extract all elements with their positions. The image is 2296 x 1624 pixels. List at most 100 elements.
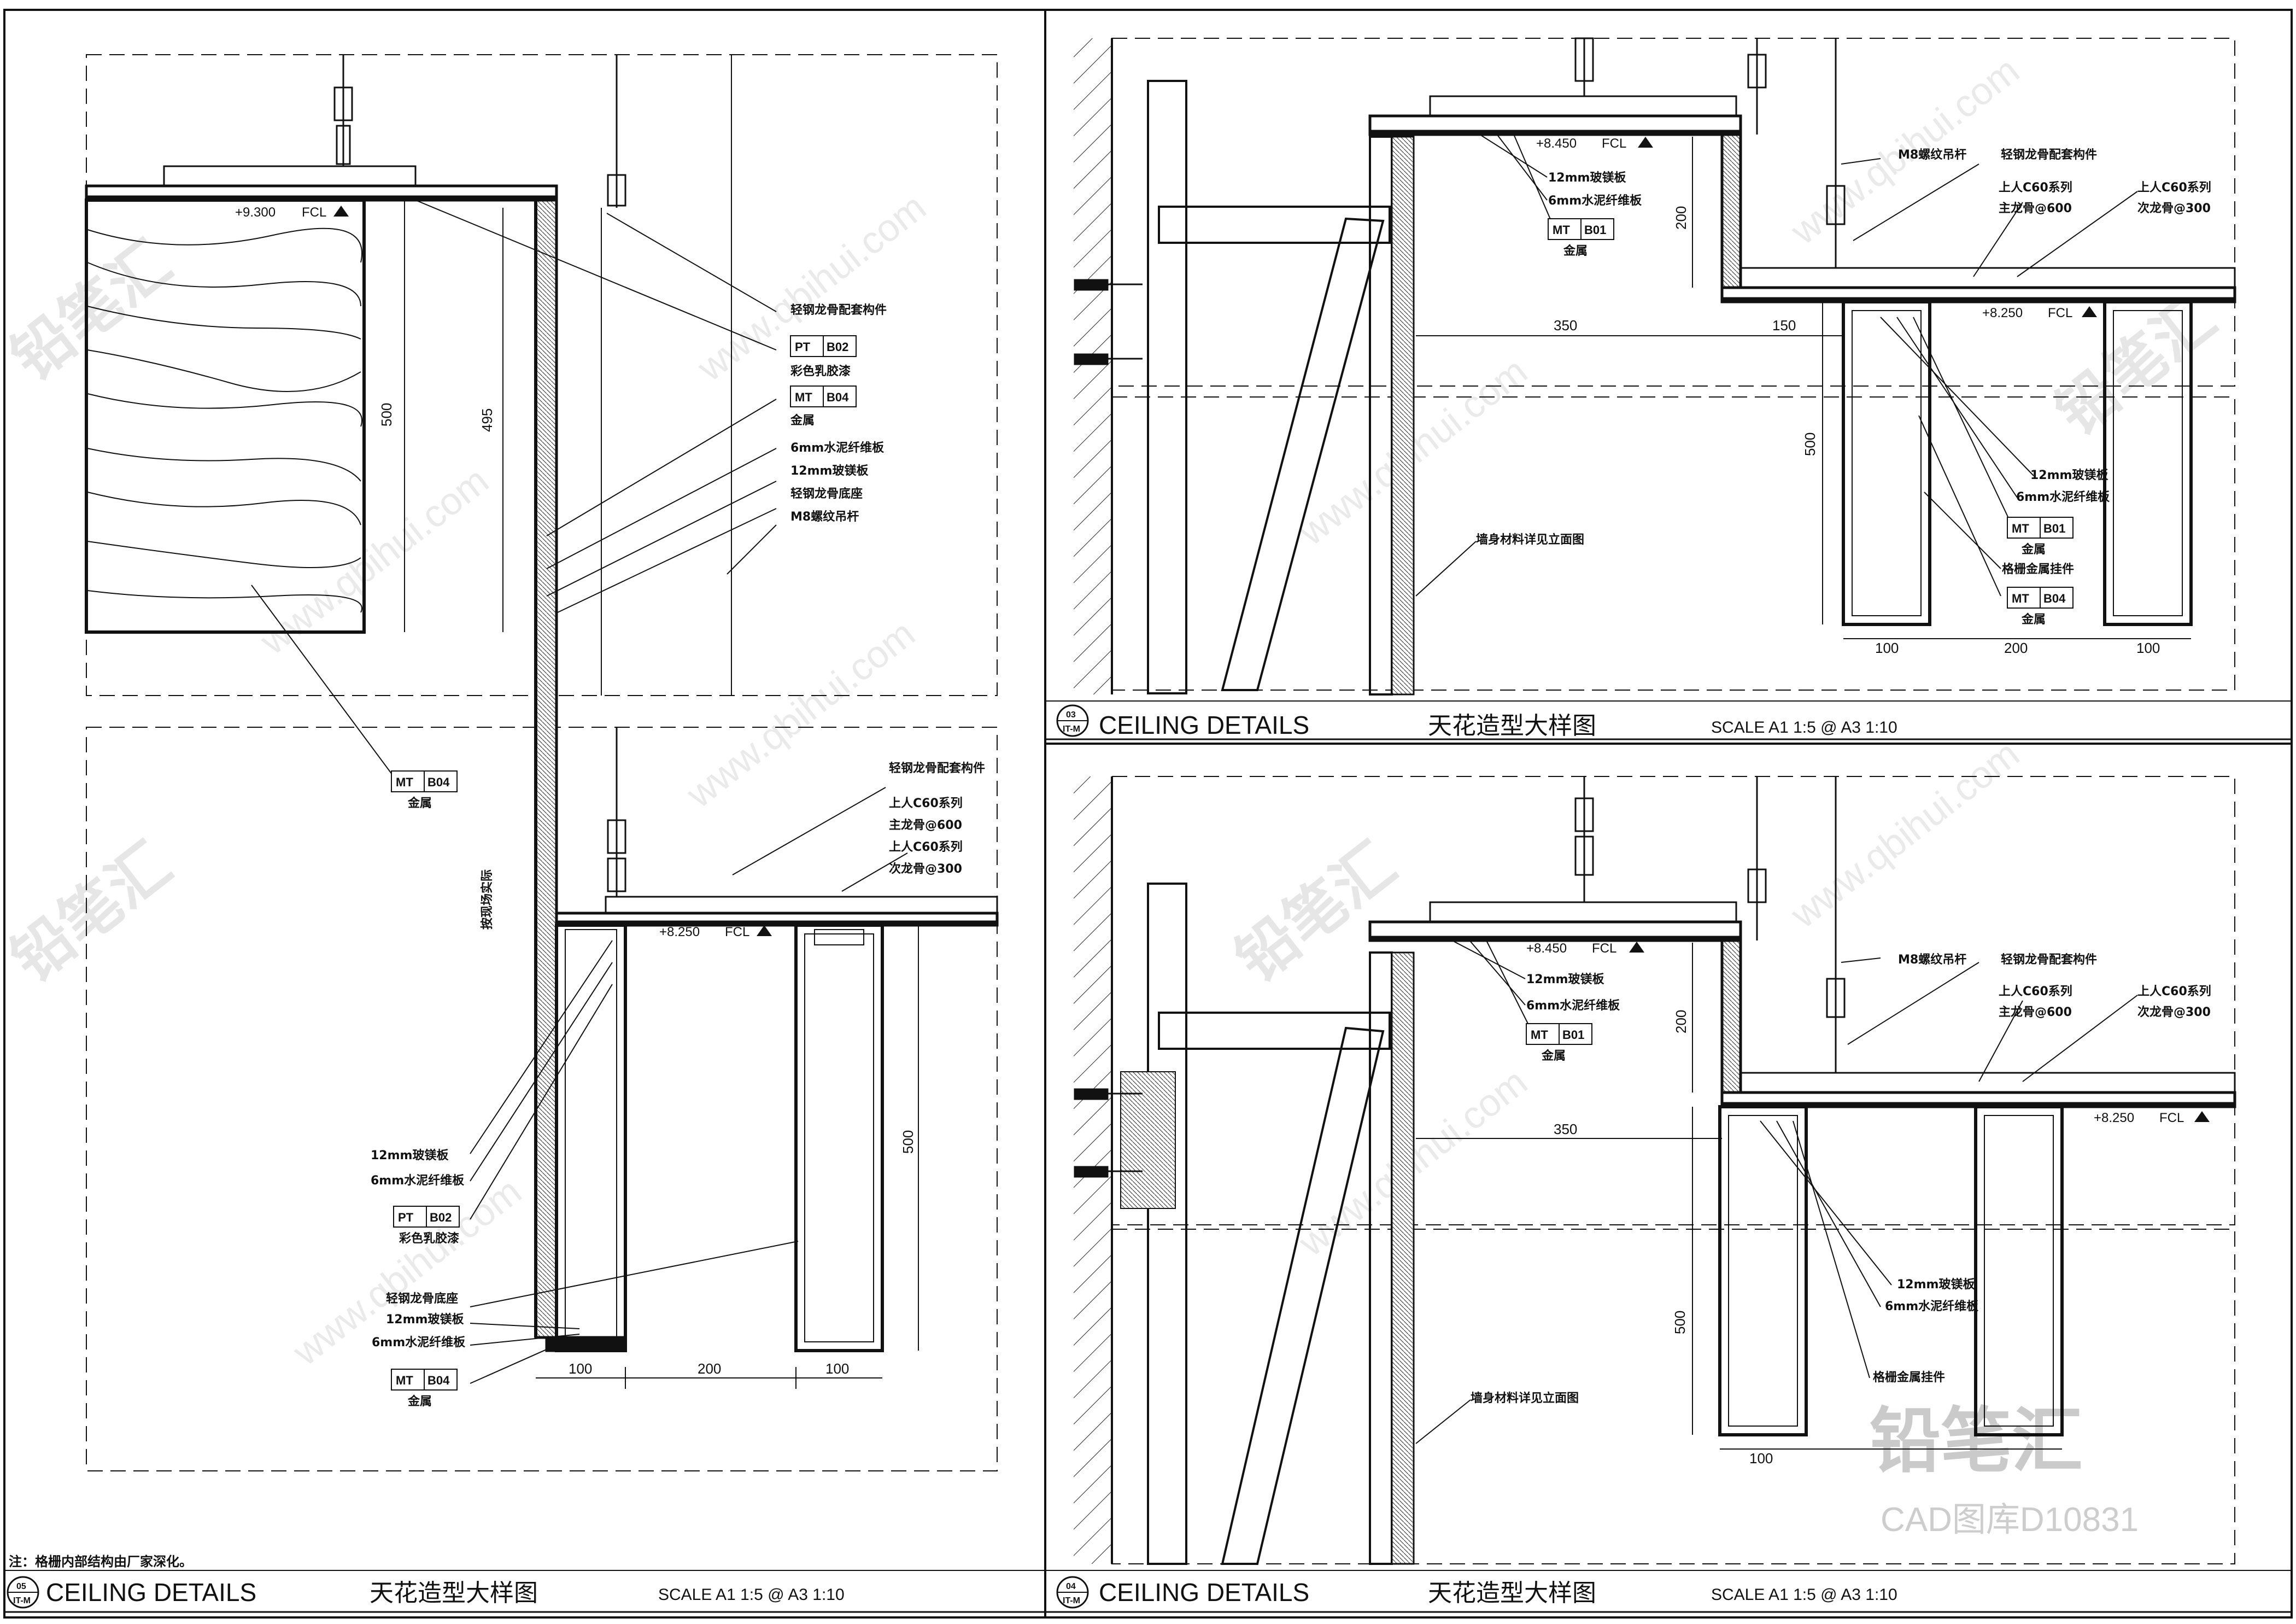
scale: SCALE A1 1:5 @ A3 1:10 <box>1711 718 1897 737</box>
level-unit: FCL <box>1602 136 1626 151</box>
callout: 金属 <box>1541 1049 1566 1063</box>
dimension: 350 <box>1554 317 1577 334</box>
vertical-label: 按现场实际 <box>480 869 494 930</box>
dimension: 200 <box>1673 1010 1689 1033</box>
callout: 轻钢龙骨配套构件 <box>2001 148 2097 162</box>
level-mark: +8.450 <box>1536 136 1577 151</box>
svg-text:MT: MT <box>2012 522 2029 535</box>
callout: M8螺纹吊杆 <box>790 510 859 524</box>
callout: 次龙骨@300 <box>2137 201 2211 215</box>
callout: 轻钢龙骨配套构件 <box>2001 953 2097 967</box>
level-unit: FCL <box>302 205 326 220</box>
sheet-ref: IT-M <box>1063 725 1080 734</box>
title-en: CEILING DETAILS <box>1099 711 1309 739</box>
callout: 6mm水泥纤维板 <box>1885 1299 1979 1313</box>
callout: 次龙骨@300 <box>2137 1005 2211 1019</box>
level-mark: +8.250 <box>659 925 700 939</box>
title-bar-04: 04 IT-M CEILING DETAILS 天花造型大样图 SCALE A1… <box>1056 1576 1897 1609</box>
callout: 上人C60系列 <box>889 797 963 810</box>
title-bar-03: 03 IT-M CEILING DETAILS 天花造型大样图 SCALE A1… <box>1056 704 1897 740</box>
material-tag: PT B02 <box>790 335 857 357</box>
level-mark: +8.250 <box>2094 1111 2134 1125</box>
svg-text:B04: B04 <box>2043 592 2066 605</box>
material-tag: MT B04 <box>2007 587 2074 609</box>
callout: 金属 <box>407 1394 432 1409</box>
dimension: 500 <box>378 403 395 427</box>
callout: 上人C60系列 <box>1999 181 2072 195</box>
dimension: 200 <box>2004 640 2028 656</box>
callout: 12mm玻镁板 <box>386 1312 464 1327</box>
svg-text:B04: B04 <box>427 1374 450 1387</box>
detail-number: 04 <box>1066 1582 1076 1591</box>
level-mark: +8.450 <box>1526 941 1567 956</box>
callout: 6mm水泥纤维板 <box>2016 490 2110 504</box>
callout: 主龙骨@600 <box>1999 202 2072 215</box>
callout: 轻钢龙骨底座 <box>790 487 863 501</box>
title-cn: 天花造型大样图 <box>370 1579 538 1607</box>
level-triangle-icon <box>1638 137 1653 148</box>
callout: M8螺纹吊杆 <box>1898 148 1966 162</box>
watermark-brand: 铅笔汇 <box>0 829 184 995</box>
detail-05 <box>85 54 999 1471</box>
dimension: 350 <box>1554 1121 1577 1137</box>
dimension: 500 <box>900 1130 916 1154</box>
callout: 6mm水泥纤维板 <box>372 1335 466 1350</box>
callout: M8螺纹吊杆 <box>1898 953 1966 967</box>
level-unit: FCL <box>2159 1111 2184 1125</box>
detail-04 <box>1074 776 2236 1565</box>
material-tag: MT B04 <box>391 770 458 792</box>
sheet-ref: IT-M <box>1063 1596 1080 1605</box>
detail-number: 05 <box>16 1582 26 1591</box>
watermark-brand: 铅笔汇 <box>0 227 184 394</box>
watermark-url: www.qbihui.com <box>689 185 933 389</box>
dimension: 200 <box>1673 206 1689 230</box>
svg-text:MT: MT <box>396 1374 413 1387</box>
level-unit: FCL <box>2048 306 2072 320</box>
watermark-layer: www.qbihui.com www.qbihui.com www.qbihui… <box>0 49 2228 1539</box>
svg-text:PT: PT <box>795 340 811 354</box>
level-triangle-icon <box>333 206 349 217</box>
callout: 彩色乳胶漆 <box>790 364 851 378</box>
callout: 金属 <box>1563 244 1588 258</box>
callout: 12mm玻镁板 <box>1526 972 1604 986</box>
svg-text:B02: B02 <box>430 1211 452 1224</box>
callout: 上人C60系列 <box>889 840 963 854</box>
watermark-brand: 铅笔汇 <box>1223 829 1408 995</box>
level-triangle-icon <box>2082 306 2097 317</box>
svg-text:B01: B01 <box>1584 223 1606 237</box>
callout: 墙身材料详见立面图 <box>1476 533 1584 547</box>
title-en: CEILING DETAILS <box>1099 1578 1309 1607</box>
dimension: 100 <box>825 1360 849 1377</box>
svg-text:MT: MT <box>396 775 413 789</box>
dimension: 500 <box>1672 1311 1688 1334</box>
sheet-ref: IT-M <box>13 1596 31 1605</box>
watermark-brand-line: CAD图库D10831 <box>1881 1501 2139 1539</box>
callout: 墙身材料详见立面图 <box>1471 1391 1579 1405</box>
dimension: 495 <box>479 408 495 432</box>
callout: 格栅金属挂件 <box>1873 1370 1945 1385</box>
detail-number: 03 <box>1066 710 1076 720</box>
callout: 6mm水泥纤维板 <box>371 1173 465 1188</box>
dimension: 100 <box>2136 640 2160 656</box>
watermark-url: www.qbihui.com <box>678 612 922 816</box>
svg-text:B01: B01 <box>2043 522 2065 535</box>
callout: 彩色乳胶漆 <box>399 1231 459 1246</box>
level-triangle-icon <box>1629 942 1644 953</box>
title-en: CEILING DETAILS <box>46 1578 256 1607</box>
callout: 上人C60系列 <box>2137 181 2211 195</box>
level-mark: +9.300 <box>235 205 276 220</box>
callout: 次龙骨@300 <box>889 862 962 876</box>
scale: SCALE A1 1:5 @ A3 1:10 <box>1711 1586 1897 1604</box>
svg-text:B04: B04 <box>427 775 450 789</box>
dimension: 200 <box>698 1360 721 1377</box>
material-tag: MT B04 <box>790 385 857 407</box>
title-bar-05: 05 IT-M CEILING DETAILS 天花造型大样图 SCALE A1… <box>7 1576 845 1609</box>
callout: 金属 <box>2021 542 2046 557</box>
sheet-note: 注：格栅内部结构由厂家深化。 <box>9 1554 192 1569</box>
callout: 金属 <box>790 413 815 428</box>
svg-text:MT: MT <box>2012 592 2029 605</box>
callout: 主龙骨@600 <box>1999 1006 2072 1019</box>
title-cn: 天花造型大样图 <box>1428 712 1596 740</box>
callout: 轻钢龙骨底座 <box>386 1292 458 1306</box>
